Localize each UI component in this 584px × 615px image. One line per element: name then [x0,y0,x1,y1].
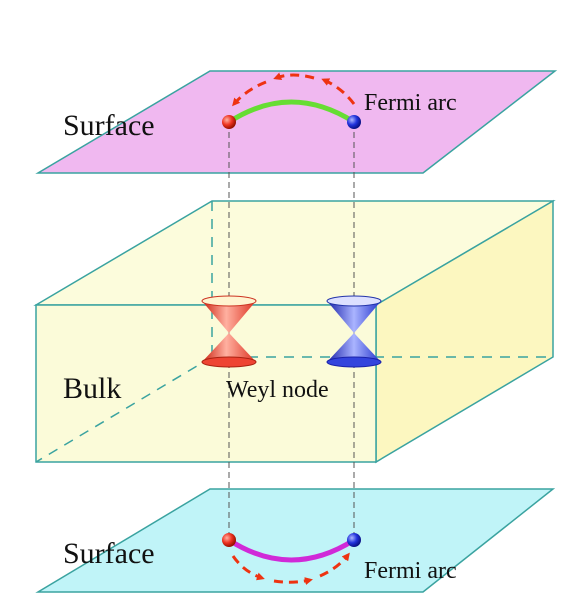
bottom-fermi-arc [227,537,356,563]
fermi-arc-bottom-label: Fermi arc [364,558,457,584]
top-red-node [222,115,236,129]
bottom-arc-arrows [231,552,350,585]
red-arrow-icon [273,72,315,80]
surface-top-label: Surface [63,109,155,142]
red-arrow-icon [232,80,267,107]
bottom-red-node [222,533,236,547]
bulk-hidden-edge-diagonal [35,356,213,463]
top-fermi-arc [227,99,356,125]
bulk-front-face [35,304,377,463]
surface-bottom-label: Surface [63,537,155,570]
bottom-surface-plane [35,488,556,593]
top-blue-node [347,115,361,129]
bulk-label: Bulk [63,372,121,405]
top-surface-plane [35,70,558,174]
bulk-box [33,199,556,464]
weyl-node-label: Weyl node [226,377,329,403]
red-arrow-icon [319,552,350,578]
red-double-cone-icon [201,295,257,368]
red-arrow-icon [231,555,265,581]
fermi-arc-top-label: Fermi arc [364,90,457,116]
red-arrow-icon [321,78,356,105]
blue-double-cone-icon [326,295,382,368]
red-arrow-icon [273,577,313,585]
top-arc-arrows [232,72,356,107]
bottom-blue-node [347,533,361,547]
